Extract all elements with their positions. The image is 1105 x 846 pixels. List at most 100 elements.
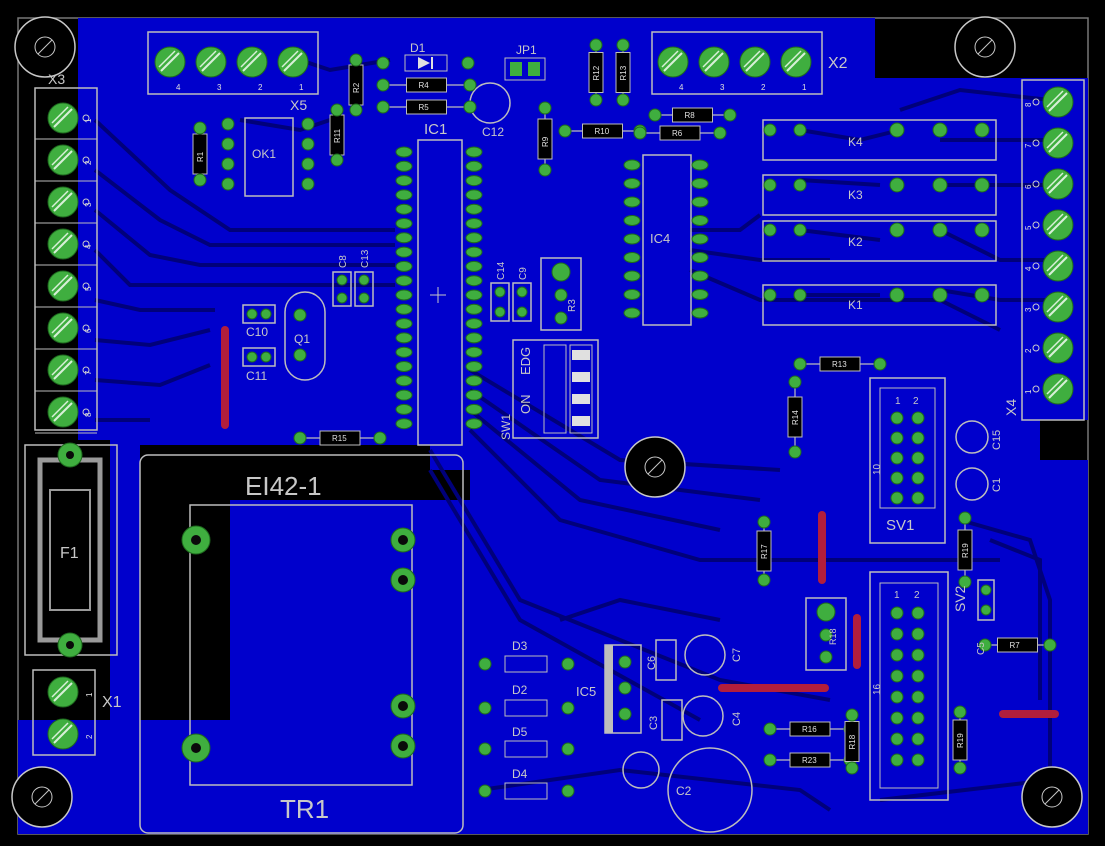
sv2-pin16-label: 16 bbox=[872, 683, 883, 695]
ic-pin-pad bbox=[465, 375, 483, 387]
ic-pin-pad bbox=[395, 303, 413, 315]
sv1-pin1-label: 1 bbox=[895, 396, 901, 407]
transformer-type-label: EI42-1 bbox=[245, 471, 322, 501]
jumper-jp1: JP1 bbox=[504, 43, 546, 81]
relays: K4 K3 K2 K1 bbox=[762, 119, 997, 326]
ic-pin-pad bbox=[623, 270, 641, 282]
ic-pin-pad bbox=[465, 275, 483, 287]
resistor: R19 bbox=[952, 705, 968, 775]
cap-c5: C5 bbox=[976, 579, 995, 655]
cap-c13: C13 bbox=[354, 249, 374, 307]
k1-label: K1 bbox=[848, 298, 863, 312]
pin-number-label: 6 bbox=[84, 328, 93, 333]
pin-number-label: 4 bbox=[176, 83, 181, 92]
c6-label: C6 bbox=[646, 656, 658, 670]
c9-label: C9 bbox=[518, 267, 529, 280]
cap-c6: C6 bbox=[646, 639, 677, 681]
ic-pin-pad bbox=[465, 303, 483, 315]
cap-c3: C3 bbox=[648, 699, 683, 741]
resistor-label: R18 bbox=[848, 734, 857, 749]
screw-terminal-icon bbox=[47, 676, 79, 708]
c3-label: C3 bbox=[648, 716, 660, 730]
pin-number-label: 4 bbox=[679, 83, 684, 92]
ic-pin-pad bbox=[395, 260, 413, 272]
cap-c14: C14 bbox=[490, 261, 510, 322]
signal-traces bbox=[93, 58, 1052, 812]
ic-pin-pad bbox=[395, 160, 413, 172]
ic-pin-pad bbox=[465, 246, 483, 258]
x1-label: X1 bbox=[102, 694, 122, 711]
resistor: R13 bbox=[615, 38, 631, 107]
diode-d3: D3 bbox=[478, 639, 575, 673]
ic-pin-pad bbox=[395, 232, 413, 244]
screw-terminal-icon bbox=[1042, 209, 1074, 241]
resistor-label: R5 bbox=[419, 103, 430, 112]
resistor-label: R19 bbox=[961, 543, 970, 558]
ic-pin-pad bbox=[395, 318, 413, 330]
r18-label: R18 bbox=[828, 628, 838, 645]
sv2-pin1-label: 1 bbox=[894, 590, 900, 601]
pin-number-label: 1 bbox=[1024, 389, 1033, 394]
ic-pin-pad bbox=[465, 403, 483, 415]
diode-d4: D4 bbox=[478, 767, 575, 800]
ic-pin-pad bbox=[395, 403, 413, 415]
screw-terminal-icon bbox=[1042, 86, 1074, 118]
ic-pin-pad bbox=[465, 232, 483, 244]
trimmer-r3: R3 bbox=[540, 257, 582, 331]
screw-terminal-icon bbox=[47, 186, 79, 218]
ic-pin-pad bbox=[691, 159, 709, 171]
screw-terminal-icon bbox=[1042, 127, 1074, 159]
ic-pin-pad bbox=[691, 307, 709, 319]
resistor-label: R13 bbox=[832, 360, 847, 369]
screw-terminal-icon bbox=[1042, 291, 1074, 323]
cap-c1: C1 bbox=[955, 467, 1003, 501]
jp1-label: JP1 bbox=[516, 43, 537, 57]
resistor: R18 bbox=[844, 708, 860, 775]
pin-number-label: 7 bbox=[1024, 143, 1033, 148]
pin-number-label: 3 bbox=[217, 83, 222, 92]
transformer-tr1: EI42-1 TR1 bbox=[139, 454, 464, 834]
ic-pin-pad bbox=[691, 233, 709, 245]
ic1-microcontroller: IC1 bbox=[395, 121, 483, 446]
ic-pin-pad bbox=[395, 203, 413, 215]
x5-label: X5 bbox=[290, 97, 307, 113]
d2-label: D2 bbox=[512, 683, 528, 697]
ic4-label: IC4 bbox=[650, 231, 670, 246]
pin-number-label: 2 bbox=[761, 83, 766, 92]
cap-c15: C15 bbox=[955, 420, 1003, 454]
c8-label: C8 bbox=[338, 255, 349, 268]
relay-k2: K2 bbox=[762, 220, 997, 262]
screw-terminal-icon bbox=[657, 46, 689, 78]
pin-number-label: 2 bbox=[258, 83, 263, 92]
ic-pin-pad bbox=[691, 178, 709, 189]
screw-terminal-icon bbox=[698, 46, 730, 78]
ic-pin-pad bbox=[465, 418, 483, 430]
screw-terminal-icon bbox=[739, 46, 771, 78]
resistor: R9 bbox=[537, 101, 553, 177]
resistor-label: R15 bbox=[332, 434, 347, 443]
c2-label: C2 bbox=[676, 784, 692, 798]
sw1-on-label: ON bbox=[518, 395, 533, 415]
c15-label: C15 bbox=[991, 430, 1003, 450]
ic-pin-pad bbox=[465, 175, 483, 187]
pin-number-label: 8 bbox=[1024, 102, 1033, 107]
d4-label: D4 bbox=[512, 767, 528, 781]
sv1-pin10-label: 10 bbox=[872, 463, 883, 475]
resistor-label: R8 bbox=[685, 111, 696, 120]
pin-number-label: 2 bbox=[85, 734, 94, 739]
relay-k4: K4 bbox=[762, 119, 997, 161]
cap-c4: C4 bbox=[682, 695, 743, 737]
ic-pin-pad bbox=[465, 160, 483, 172]
ic-pin-pad bbox=[691, 270, 709, 282]
screw-terminal-icon bbox=[47, 228, 79, 260]
c12-label: C12 bbox=[482, 125, 504, 139]
terminal-x1: X1 12 bbox=[32, 669, 122, 756]
resistor-label: R12 bbox=[592, 65, 601, 80]
ok1-label: OK1 bbox=[252, 147, 276, 161]
pin-number-label: 3 bbox=[84, 202, 93, 207]
pin-number-label: 1 bbox=[802, 83, 807, 92]
